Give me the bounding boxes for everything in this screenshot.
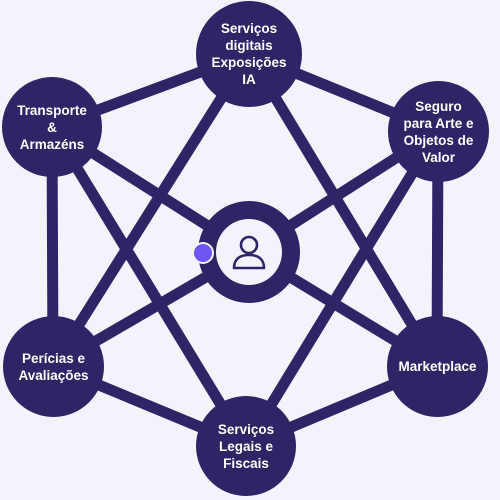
node-label: Seguro para Arte e Objetos de Valor: [403, 98, 474, 165]
node-seguro-arte[interactable]: Seguro para Arte e Objetos de Valor: [388, 81, 489, 182]
node-marketplace[interactable]: Marketplace: [387, 316, 488, 417]
node-servicos-digitais[interactable]: Serviços digitais Exposições IA: [196, 1, 302, 107]
node-servicos-legais-fiscais[interactable]: Serviços Legais e Fiscais: [196, 396, 296, 496]
node-label: Serviços Legais e Fiscais: [217, 421, 275, 471]
hub-center[interactable]: [216, 219, 282, 285]
link-topleft-bottom: [47, 124, 251, 449]
link-top-bottomleft: [48, 51, 254, 369]
node-pericias-avaliacoes[interactable]: Perícias e Avaliações: [3, 316, 104, 417]
node-label: Perícias e Avaliações: [18, 350, 89, 383]
user-icon: [232, 235, 266, 270]
node-label: Serviços digitais Exposições IA: [211, 21, 287, 87]
status-dot: [194, 244, 212, 262]
node-label: Marketplace: [398, 359, 477, 374]
link-top-bottomright: [244, 51, 442, 369]
node-label: Transporte & Armazéns: [17, 102, 87, 152]
node-transporte-armazens[interactable]: Transporte & Armazéns: [2, 77, 102, 177]
link-topright-bottom: [241, 128, 443, 449]
